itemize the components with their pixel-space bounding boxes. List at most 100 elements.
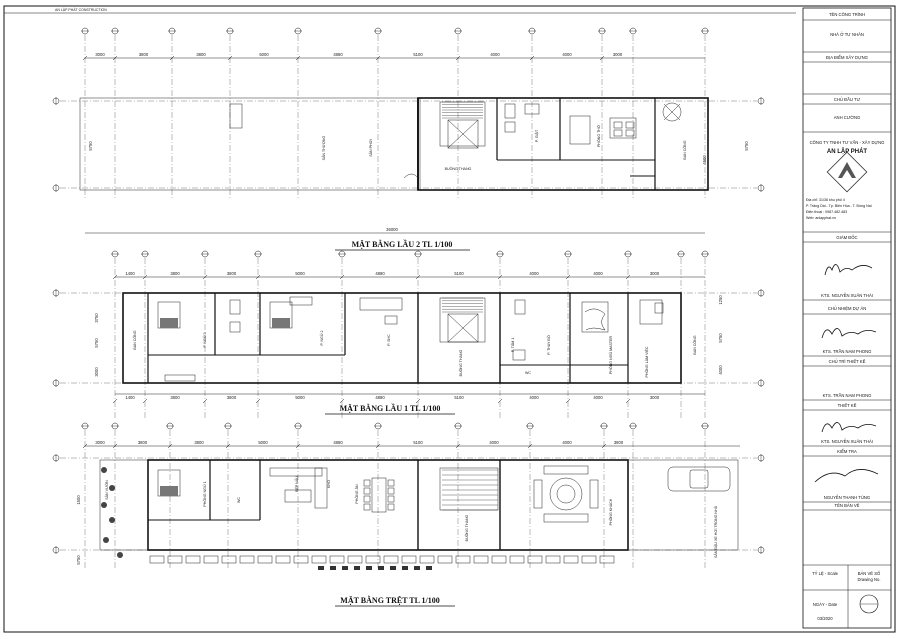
- dimension-label: 1250: [718, 295, 723, 305]
- dimension-label: 3000: [94, 367, 99, 377]
- scale-label: TỶ LỆ - Scale: [812, 571, 839, 576]
- fence-post: [318, 566, 324, 570]
- fence-panel: [329, 555, 345, 564]
- dining-chair-icon: [363, 495, 371, 503]
- dimension-label: 4000: [562, 440, 572, 445]
- checker-label: KIỂM TRA: [837, 449, 857, 454]
- plan-lau1-walls: [122, 292, 682, 384]
- company-line2: AN LẬP PHÁT: [827, 148, 868, 155]
- svg-text:5750: 5750: [88, 141, 93, 151]
- fence-panel: [491, 555, 507, 564]
- owner-name: ANH CƯỜNG: [834, 115, 860, 120]
- sheet-border: [3, 5, 896, 633]
- room-label: BAN CÔNG: [682, 140, 687, 159]
- dimension-label: 3800: [227, 271, 237, 276]
- designer-label: THIẾT KẾ: [838, 403, 857, 408]
- room-label: WC: [237, 497, 241, 503]
- svg-text:4500: 4500: [702, 155, 707, 165]
- title-block: TÊN CÔNG TRÌNH NHÀ Ở TƯ NHÂN ĐỊA ĐIỂM XÂ…: [802, 7, 892, 629]
- dimension-label: 4880: [375, 271, 385, 276]
- fence-panel: [401, 555, 417, 564]
- drawing-no-label2: Drawing No.: [857, 577, 880, 582]
- fence-panel: [221, 555, 237, 564]
- dimension-label: 5750: [94, 338, 99, 348]
- dimension-label: 4000: [562, 52, 572, 57]
- fence-panel: [473, 555, 489, 564]
- dimension-label: 3000: [95, 440, 105, 445]
- dimension-label: 3000: [613, 52, 623, 57]
- dining-chair-icon: [363, 487, 371, 495]
- dimension-label: 4000: [489, 440, 499, 445]
- fence-panel: [167, 555, 183, 564]
- room-label: SÂN ĐẬU XE HƠI TRONG NHÀ: [714, 505, 718, 558]
- room-label: PHÒNG LÀM VIỆC: [644, 346, 649, 377]
- dimension-label: 5750: [76, 555, 81, 565]
- fence-post: [366, 566, 372, 570]
- fence-panel: [527, 555, 543, 564]
- room-label: P. GIẶT: [535, 129, 539, 142]
- designer-name: KTS. NGUYỄN XUÂN THÁI: [821, 439, 873, 444]
- plant-icon: [101, 502, 107, 508]
- owner-label: CHỦ ĐẦU TƯ: [834, 97, 861, 102]
- room-label: BẾP NẤU: [294, 476, 299, 492]
- company-phone: Điện thoại : 0987.482.483: [806, 210, 847, 214]
- dimension-label: 5100: [413, 440, 423, 445]
- company-address2: P. Trảng Dài - Tp. Biên Hòa - T. Đồng Na…: [806, 204, 872, 208]
- dimension-label: 4000: [529, 395, 539, 400]
- pm-name: KTS. TRẦN NAM PHONG: [823, 349, 872, 354]
- dimension-label: 3800: [138, 440, 148, 445]
- fence-panel: [365, 555, 381, 564]
- room-label: BAN CÔNG: [692, 335, 697, 354]
- fence-post: [414, 566, 420, 570]
- location-label: ĐỊA ĐIỂM XÂY DỰNG: [826, 55, 868, 60]
- plan-lau2-walls: [417, 97, 709, 191]
- drawing-no-label: BẢN VẼ SỐ: [858, 571, 881, 576]
- dimension-label: 4000: [529, 271, 539, 276]
- fence-panel: [437, 555, 453, 564]
- plan-lau2-total-dim: 36000: [386, 227, 398, 232]
- plan-lau1-title: MẶT BẰNG LẦU 1 TL 1/100: [340, 403, 441, 413]
- dimension-label: 5100: [454, 271, 464, 276]
- room-label: P. SHC: [387, 334, 391, 346]
- dimension-label: 3000: [650, 395, 660, 400]
- dimension-label: 3800: [170, 395, 180, 400]
- dimension-label: 3000: [95, 52, 105, 57]
- pm-signature: [821, 328, 877, 339]
- fence-panel: [419, 555, 435, 564]
- dimension-label: 5100: [454, 395, 464, 400]
- project-name: NHÀ Ở TƯ NHÂN: [830, 32, 864, 37]
- room-label: SÂN VƯỜN: [104, 480, 109, 500]
- room-label: KHO: [327, 480, 331, 488]
- fence-panel: [293, 555, 309, 564]
- plant-icon: [109, 485, 115, 491]
- room-label: PHÒNG NGỦ 1: [202, 481, 207, 506]
- fence-post: [354, 566, 360, 570]
- room-label: P. THAY ĐỒ: [546, 335, 551, 355]
- fence-panel: [275, 555, 291, 564]
- fence-panel: [581, 555, 597, 564]
- plant-icon: [109, 517, 115, 523]
- plant-icon: [117, 552, 123, 558]
- room-label: P. NGỦ 2: [319, 331, 324, 346]
- room-label: PHÒNG NGỦ MASTER: [608, 336, 613, 375]
- dining-chair-icon: [363, 503, 371, 511]
- dimension-label: 3750: [94, 313, 99, 323]
- fence-panel: [311, 555, 327, 564]
- dimension-label: 5750: [718, 333, 723, 343]
- room-label: BAN CÔNG: [132, 330, 137, 349]
- dimension-label: 4000: [490, 52, 500, 57]
- dimension-label: 5000: [295, 271, 305, 276]
- dimension-label: 5100: [413, 52, 423, 57]
- dining-chair-icon: [387, 503, 395, 511]
- dimension-label: 3800: [227, 395, 237, 400]
- room-label: SÂN PHƠI: [369, 139, 373, 156]
- room-label: BUỒNG THANG: [464, 514, 469, 541]
- room-label: PHÒNG KHÁCH: [608, 498, 613, 525]
- fence-panel: [545, 555, 561, 564]
- dimension-label: 3800: [194, 440, 204, 445]
- fence-panel: [347, 555, 363, 564]
- dimension-label: 4880: [333, 52, 343, 57]
- drawing-name-label: TÊN BẢN VẼ: [835, 503, 860, 508]
